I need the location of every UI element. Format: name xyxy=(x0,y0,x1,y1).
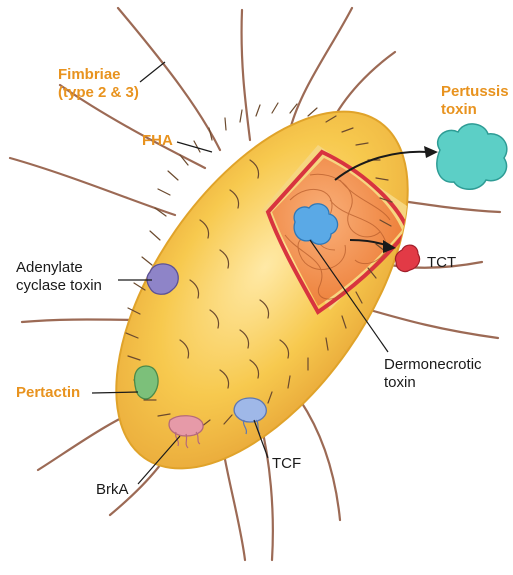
leader-fha xyxy=(176,141,213,153)
leader-dermonecrotic xyxy=(309,239,389,353)
dermonecrotic-toxin-molecule xyxy=(293,203,339,245)
brka-molecule xyxy=(168,415,204,449)
flagellum xyxy=(393,198,502,214)
leader-lines xyxy=(91,61,389,485)
label-pertussis-line2: toxin xyxy=(441,101,477,118)
flagellum xyxy=(298,398,342,522)
label-pertussis-toxin: Pertussis toxin xyxy=(441,83,509,119)
flagellum xyxy=(58,83,207,170)
label-pertussis-line1: Pertussis xyxy=(441,83,509,100)
cytoplasm xyxy=(272,158,402,306)
leader-fimbriae xyxy=(139,61,166,83)
label-fimbriae-line1: Fimbriae xyxy=(58,66,121,83)
label-pertactin: Pertactin xyxy=(16,384,81,401)
flagellum xyxy=(8,156,177,217)
label-dermonecrotic-line1: Dermonecrotic xyxy=(384,356,482,373)
flagellum xyxy=(368,308,500,340)
label-fimbriae-line2: (type 2 & 3) xyxy=(58,84,139,101)
inner-membrane xyxy=(265,149,411,315)
tcf-molecule xyxy=(233,397,267,435)
export-arrow-pertussis xyxy=(334,150,429,181)
pertactin-molecule xyxy=(133,365,159,400)
label-brka: BrkA xyxy=(96,481,129,498)
adenylate-cyclase-toxin-molecule xyxy=(146,263,179,295)
surface-fimbriae xyxy=(125,102,393,428)
tct-molecule xyxy=(394,244,421,273)
label-tct: TCT xyxy=(427,254,457,271)
arrowhead-pertussis xyxy=(424,146,438,158)
label-tcf: TCF xyxy=(272,455,302,472)
label-fha: FHA xyxy=(142,132,173,149)
flagellum xyxy=(240,8,252,142)
label-adenylate-cyclase-toxin: Adenylate cyclase toxin xyxy=(16,259,102,295)
flagellum xyxy=(116,6,222,152)
cell-body xyxy=(115,102,420,470)
label-fimbriae: Fimbriae (type 2 & 3) xyxy=(58,66,139,102)
leader-brka xyxy=(137,435,181,485)
flagellum xyxy=(20,318,147,324)
leader-tcf xyxy=(253,419,269,459)
label-dermonecrotic-toxin: Dermonecrotic toxin xyxy=(384,356,482,392)
arrowhead-tct xyxy=(383,240,396,253)
pertussis-toxin-molecule xyxy=(436,123,508,190)
label-dermonecrotic-line2: toxin xyxy=(384,374,416,391)
label-adenylate-line2: cyclase toxin xyxy=(16,277,102,294)
flagellum xyxy=(288,6,354,132)
label-adenylate-line1: Adenylate xyxy=(16,259,83,276)
leader-pertactin xyxy=(91,391,139,394)
